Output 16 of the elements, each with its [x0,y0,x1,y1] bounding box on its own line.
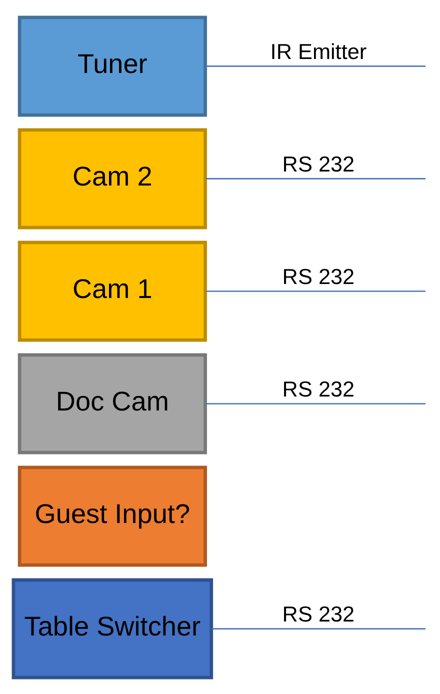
node-box: Cam 1 [18,240,207,342]
connector [206,178,426,179]
edge-label: RS 232 [282,151,355,176]
edge-label: RS 232 [282,376,355,402]
connector [212,628,426,629]
node-box: Guest Input? [18,465,207,566]
node-box: Cam 2 [18,128,207,229]
node-box: Doc Cam [18,352,207,454]
edge-label: RS 232 [282,264,355,289]
connector [206,65,426,66]
connector [206,402,426,404]
node-box: Tuner [18,15,207,116]
edge-label: RS 232 [282,601,355,626]
connector [206,290,426,292]
edge-label: IR Emitter [270,38,367,64]
node-box: Table Switcher [12,578,214,679]
